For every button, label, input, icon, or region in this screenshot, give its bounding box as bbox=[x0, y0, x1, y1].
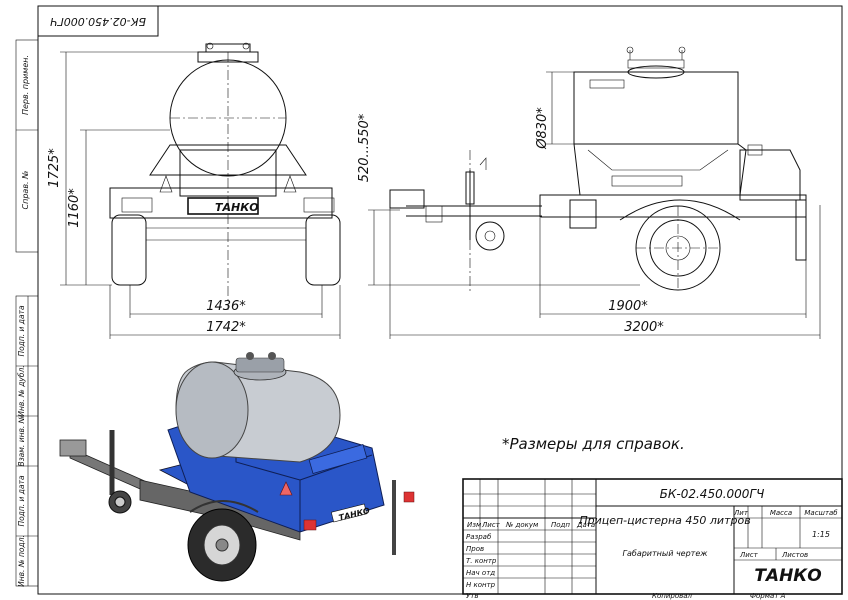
stamp-label-perv: Перв. примен. bbox=[21, 55, 30, 115]
tb-col-izm: Изм bbox=[467, 521, 482, 529]
side-view bbox=[389, 46, 807, 294]
dim-track: 1436* bbox=[206, 299, 246, 314]
tb-doc-type: Габаритный чертеж bbox=[623, 549, 709, 558]
stamp-label-sprav: Справ. № bbox=[21, 171, 30, 210]
front-dimensions: 1725* 1160* 1436* 1742* bbox=[47, 51, 341, 339]
tb-col-dokum: № докум bbox=[505, 521, 539, 529]
front-plate-logo: ТАНКО bbox=[215, 201, 259, 214]
tb-scale: 1:15 bbox=[812, 530, 830, 539]
tb-designation: БК-02.450.000ГЧ bbox=[660, 487, 765, 501]
tb-role-nkontr: Н контр bbox=[466, 581, 496, 589]
tb-col-data: Дата bbox=[576, 521, 595, 529]
tb-col-massa: Масса bbox=[770, 509, 792, 517]
dim-height-total: 1725* bbox=[47, 148, 62, 188]
tb-role-prov: Пров bbox=[466, 545, 484, 553]
designation-mirrored: БК-02.450.000ГЧ bbox=[50, 15, 146, 28]
tb-role-razrab: Разраб bbox=[466, 533, 492, 541]
tb-company: ТАНКО bbox=[754, 566, 821, 586]
front-view: ТАНКО bbox=[109, 42, 341, 310]
tb-col-lit: Лит bbox=[733, 509, 749, 517]
dim-height-hitch: 1160* bbox=[67, 188, 82, 228]
stamp-label-podp1: Подп. и дата bbox=[17, 305, 26, 356]
stamp-label-inv-dubl: Инв. № дубл. bbox=[17, 365, 26, 416]
tb-copied: Копировал bbox=[652, 592, 693, 600]
tb-title: Прицеп-цистерна 450 литров bbox=[579, 514, 750, 527]
tb-role-tkontr: Т. контр bbox=[466, 557, 497, 565]
tb-sheet-label: Лист bbox=[739, 551, 759, 559]
side-stamp: Перв. примен. Справ. № Подп. и дата Инв.… bbox=[15, 39, 39, 587]
tb-col-mashtab: Масштаб bbox=[804, 509, 838, 517]
tb-col-list: Лист bbox=[481, 521, 501, 529]
tb-role-nachotd: Нач отд bbox=[466, 569, 495, 577]
note-reference-dims: *Размеры для справок. bbox=[502, 435, 685, 453]
iso-view: ТАНКО bbox=[59, 352, 415, 582]
mirrored-designation-box: БК-02.450.000ГЧ bbox=[37, 5, 159, 37]
tb-role-utv: Утв bbox=[466, 592, 478, 600]
dim-hitch-range: 520...550* bbox=[357, 113, 372, 182]
stamp-label-podp2: Подп. и дата bbox=[17, 475, 26, 526]
stamp-label-inv-podl: Инв. № подл. bbox=[17, 535, 26, 587]
dim-diameter: Ø830* bbox=[535, 107, 550, 150]
dim-axle-to-hitch: 1900* bbox=[608, 299, 648, 314]
stamp-label-vzam: Взам. инв. № bbox=[17, 415, 26, 466]
tb-format: Формат А bbox=[750, 592, 786, 600]
title-block: Изм Лист № докум Подп Дата Разраб Пров Т… bbox=[462, 478, 843, 600]
tb-col-podp: Подп bbox=[551, 521, 570, 529]
dim-width: 1742* bbox=[206, 320, 246, 335]
dim-length: 3200* bbox=[624, 320, 664, 335]
tb-sheets-label: Листов bbox=[781, 551, 808, 559]
side-dimensions: Ø830* 520...550* 1900* 3200* bbox=[357, 71, 821, 339]
